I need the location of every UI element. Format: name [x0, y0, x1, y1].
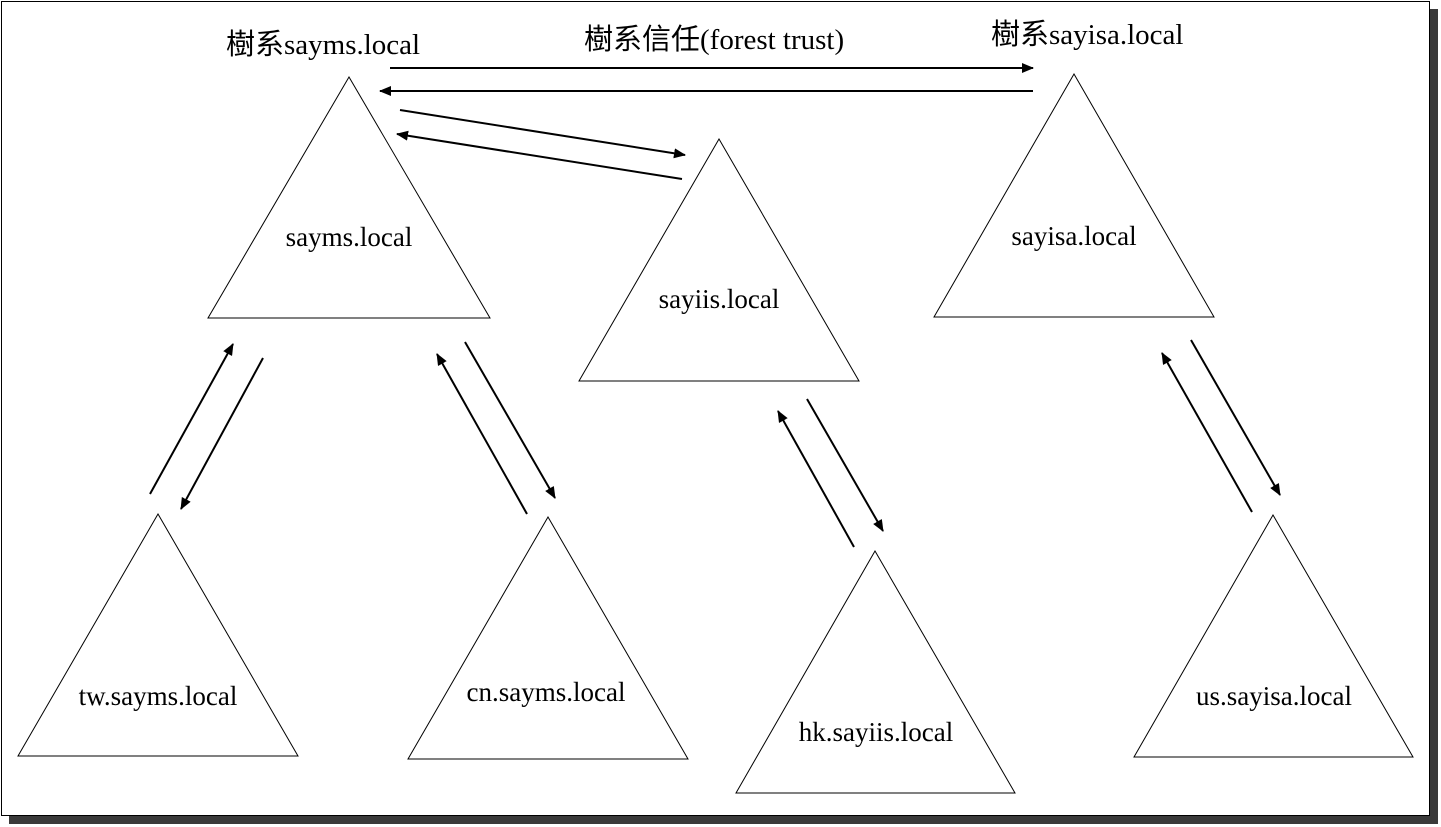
trust-arrow-sayms-to-tw: [180, 357, 264, 510]
domain-triangle-tw: [17, 513, 299, 757]
domain-triangle-sayiis: [578, 138, 860, 382]
domain-triangle-hk: [735, 549, 1016, 794]
domain-triangle-cn: [407, 516, 689, 760]
trust-arrow-sayisa-to-us: [1190, 339, 1281, 496]
forest-left-title: 樹系sayms.local: [226, 28, 420, 61]
domain-triangle-sayms: [207, 76, 491, 319]
trust-arrow-tw-to-sayms: [149, 343, 234, 495]
trust-arrow-cn-to-sayms: [436, 353, 528, 515]
tree-trust-arrow-to-sayms: [396, 130, 683, 180]
domain-label-sayms: sayms.local: [286, 222, 413, 252]
forest-right-title: 樹系sayisa.local: [991, 18, 1183, 51]
domain-label-hk: hk.sayiis.local: [799, 717, 953, 747]
domain-triangle-sayisa: [933, 72, 1215, 318]
trust-arrow-us-to-sayisa: [1161, 352, 1253, 513]
trust-arrow-sayms-to-cn: [464, 341, 556, 499]
trust-arrow-sayiis-to-hk: [806, 398, 884, 532]
forest-trust-title: 樹系信任(forest trust): [584, 23, 844, 56]
domain-label-sayiis: sayiis.local: [659, 284, 780, 314]
domain-label-sayisa: sayisa.local: [1011, 221, 1136, 251]
domain-label-us: us.sayisa.local: [1196, 681, 1352, 711]
tree-trust-arrow-to-sayiis: [399, 109, 686, 159]
domain-label-cn: cn.sayms.local: [467, 677, 626, 707]
trust-arrow-hk-to-sayiis: [777, 410, 855, 548]
domain-triangle-us: [1133, 513, 1414, 758]
domain-label-tw: tw.sayms.local: [79, 681, 238, 711]
